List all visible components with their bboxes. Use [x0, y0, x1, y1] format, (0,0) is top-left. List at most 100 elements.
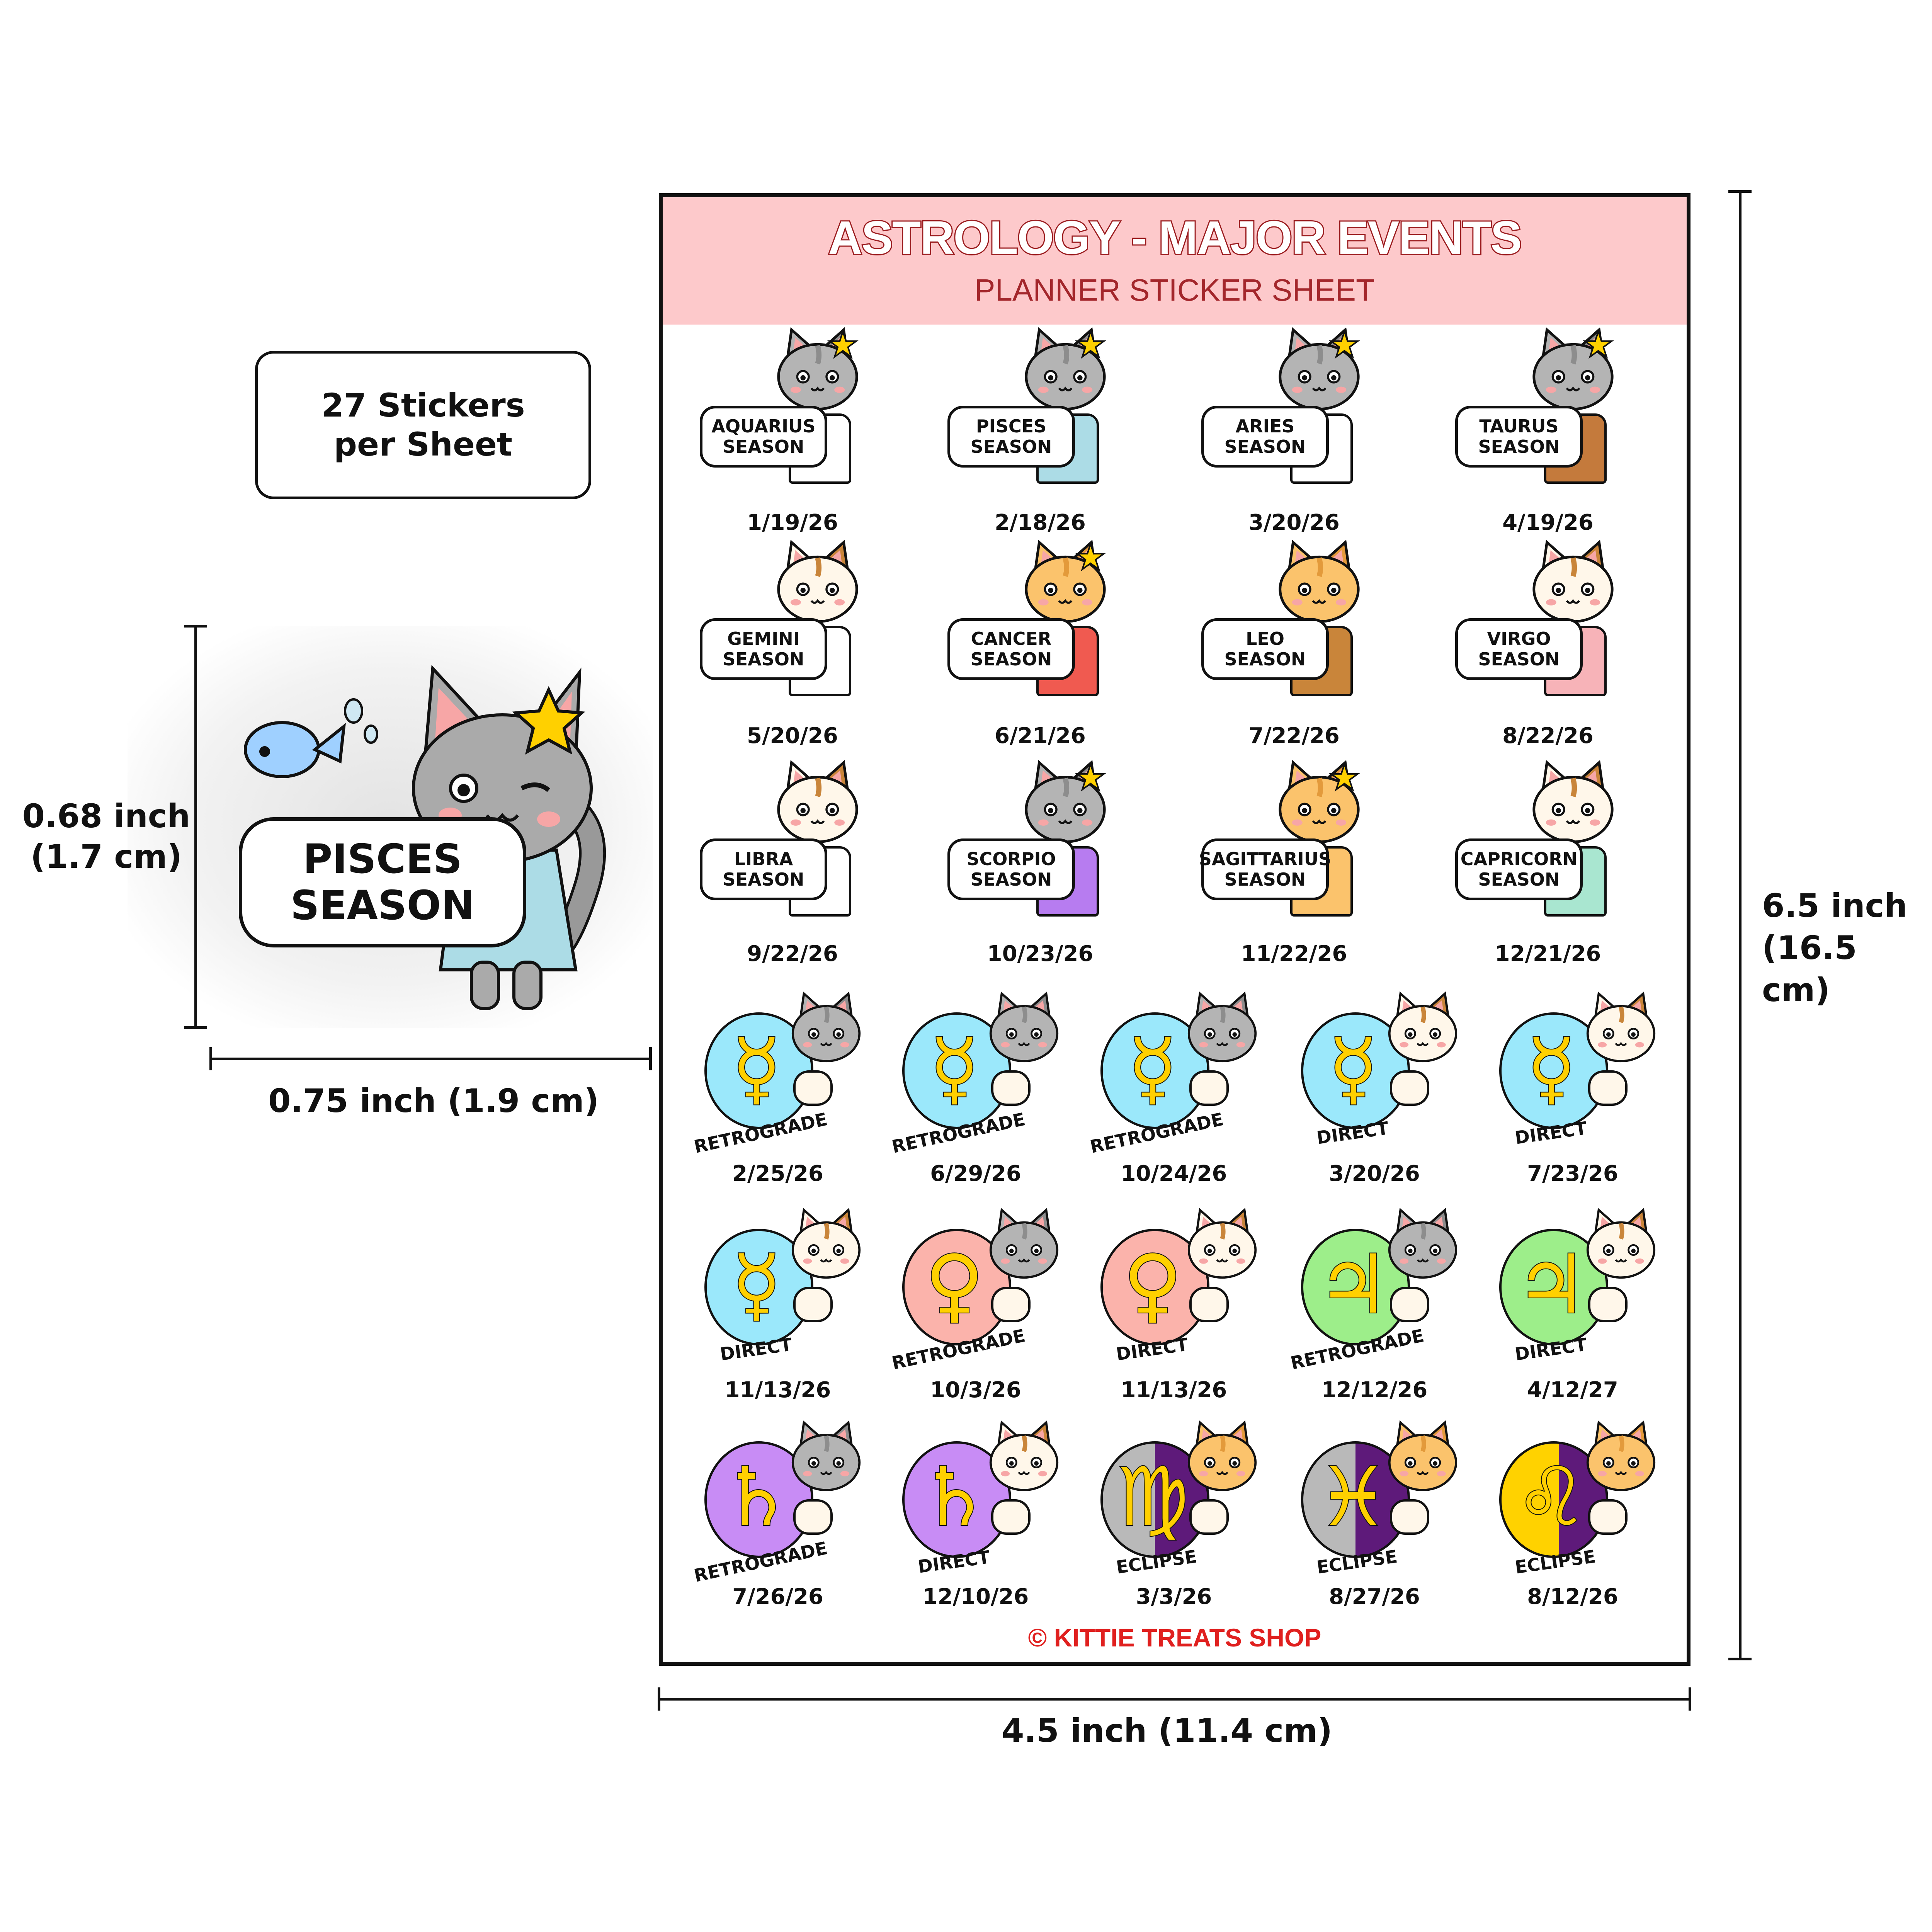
planet-sticker[interactable]: ☿RETROGRADE: [1088, 989, 1270, 1157]
planet-sticker[interactable]: ♃RETROGRADE: [1289, 1206, 1471, 1374]
sticker-date: 8/22/26: [1502, 723, 1594, 748]
cat-illustration: [1187, 991, 1257, 1063]
sticker-date: 11/13/26: [724, 1378, 831, 1403]
cat-head: [782, 1206, 871, 1296]
cat-head: [1378, 1206, 1467, 1296]
sticker-date: 2/25/26: [732, 1161, 823, 1186]
cat-illustration: [777, 760, 858, 844]
sticker-date: 5/20/26: [747, 723, 838, 748]
cat-illustration: [1388, 991, 1458, 1063]
sticker-date: 12/12/26: [1321, 1378, 1428, 1403]
season-sticker[interactable]: ★SAGITTARIUS SEASON: [1199, 757, 1387, 927]
sheet-height-dimension-line: [1739, 191, 1742, 1660]
fish-icon: [244, 721, 346, 778]
planet-sticker[interactable]: ☿DIRECT: [697, 1206, 874, 1368]
planet-sticker[interactable]: ♄RETROGRADE: [692, 1418, 874, 1586]
sticker-date: 10/3/26: [930, 1378, 1021, 1403]
cat-paw: [793, 1070, 833, 1106]
pisces-eclipse-symbol-icon: ♓: [1316, 1449, 1390, 1545]
season-sticker[interactable]: ★ARIES SEASON: [1201, 324, 1387, 495]
cat-head: [1577, 1418, 1665, 1509]
season-sticker[interactable]: CAPRICORN SEASON: [1455, 757, 1641, 927]
cat-paw: [1588, 1070, 1628, 1106]
season-sticker[interactable]: ★SCORPIO SEASON: [947, 757, 1133, 927]
cat-illustration: [1532, 760, 1614, 844]
cat-illustration: [1187, 1420, 1257, 1492]
copyright-text: © KITTIE TREATS SHOP: [1028, 1623, 1321, 1652]
season-sticker[interactable]: GEMINI SEASON: [700, 537, 885, 707]
cat-illustration: [777, 539, 858, 623]
season-sticker[interactable]: VIRGO SEASON: [1455, 537, 1641, 707]
planet-sticker[interactable]: ♀RETROGRADE: [890, 1206, 1072, 1374]
cat-illustration: [1025, 539, 1106, 623]
planet-sticker[interactable]: ♃DIRECT: [1492, 1206, 1669, 1368]
season-sticker[interactable]: LIBRA SEASON: [700, 757, 885, 927]
season-sticker[interactable]: ★CANCER SEASON: [947, 536, 1133, 707]
cat-head: [1267, 325, 1371, 430]
saturn-symbol-icon: ♄: [719, 1449, 794, 1545]
cat-head: [765, 325, 870, 430]
cat-paw: [1588, 1499, 1628, 1535]
season-sticker[interactable]: ★ PISCES SEASON: [947, 324, 1133, 495]
sticker-date: 6/21/26: [995, 723, 1086, 748]
sticker-date: 12/21/26: [1495, 941, 1601, 966]
cat-head: [1178, 1418, 1267, 1509]
star-icon: ★: [1074, 324, 1107, 366]
dimension-cap: [1728, 1658, 1752, 1660]
star-icon: ★: [1074, 757, 1107, 799]
season-label: TAURUS SEASON: [1455, 406, 1583, 468]
status-label: DIRECT: [719, 1334, 794, 1365]
cat-paw: [793, 1287, 833, 1322]
status-label: DIRECT: [1115, 1334, 1190, 1365]
sticker-date: 8/12/26: [1527, 1584, 1618, 1609]
sticker-date: 3/20/26: [1248, 510, 1340, 535]
star-icon: ★: [1328, 324, 1361, 366]
mercury-symbol-icon: ☿: [1526, 1020, 1577, 1116]
cat-illustration: [989, 991, 1059, 1063]
planet-sticker[interactable]: ♍ECLIPSE: [1093, 1418, 1270, 1580]
cat-illustration: [989, 1208, 1059, 1279]
planet-sticker[interactable]: ☿DIRECT: [1293, 989, 1471, 1151]
dimension-cap: [184, 625, 207, 628]
cat-head: [1178, 1206, 1267, 1296]
planet-sticker[interactable]: ♄DIRECT: [895, 1418, 1072, 1580]
cat-head: [1378, 989, 1467, 1080]
planet-sticker[interactable]: ♓ECLIPSE: [1293, 1418, 1471, 1580]
status-label: DIRECT: [1514, 1334, 1588, 1365]
cat-illustration: [791, 1420, 861, 1492]
cat-illustration: [1586, 1208, 1656, 1279]
season-label: PISCES SEASON: [947, 406, 1075, 468]
cat-illustration: [989, 1420, 1059, 1492]
sheet-subtitle: PLANNER STICKER SHEET: [975, 273, 1375, 307]
cat-head: [1267, 757, 1371, 863]
cat-illustration: [1586, 1420, 1656, 1492]
saturn-symbol-icon: ♄: [917, 1449, 992, 1545]
cat-paw: [793, 1499, 833, 1535]
sheet-width-label: 4.5 inch (11.4 cm): [1001, 1712, 1333, 1750]
season-sticker[interactable]: LEO SEASON: [1201, 537, 1387, 707]
cat-head: [1178, 989, 1267, 1080]
planet-sticker[interactable]: ☿DIRECT: [1492, 989, 1669, 1151]
sticker-count-box: 27 Stickers per Sheet: [255, 351, 591, 499]
cat-head: [765, 757, 870, 863]
jupiter-symbol-icon: ♃: [1514, 1236, 1588, 1333]
cat-head: [1577, 1206, 1665, 1296]
cat-illustration: [1532, 539, 1614, 623]
planet-sticker[interactable]: ☿RETROGRADE: [890, 989, 1072, 1157]
season-sticker[interactable]: ★AQUARIUS SEASON: [700, 324, 885, 495]
sticker-date: 7/22/26: [1248, 723, 1340, 748]
venus-symbol-icon: ♀: [924, 1236, 985, 1333]
cat-illustration: [1388, 1420, 1458, 1492]
sample-width-dimension-line: [211, 1058, 650, 1060]
cat-head: [1521, 325, 1625, 430]
sticker-date: 3/3/26: [1136, 1584, 1212, 1609]
season-sticker[interactable]: ★TAURUS SEASON: [1455, 324, 1641, 495]
cat-paw: [1390, 1070, 1429, 1106]
sticker-date: 10/23/26: [987, 941, 1094, 966]
sample-width-label: 0.75 inch (1.9 cm): [268, 1082, 599, 1120]
sticker-date: 7/23/26: [1527, 1161, 1618, 1186]
planet-sticker[interactable]: ♌ECLIPSE: [1492, 1418, 1669, 1580]
sticker-date: 11/13/26: [1121, 1378, 1227, 1403]
planet-sticker[interactable]: ☿RETROGRADE: [692, 989, 874, 1157]
planet-sticker[interactable]: ♀DIRECT: [1093, 1206, 1270, 1368]
